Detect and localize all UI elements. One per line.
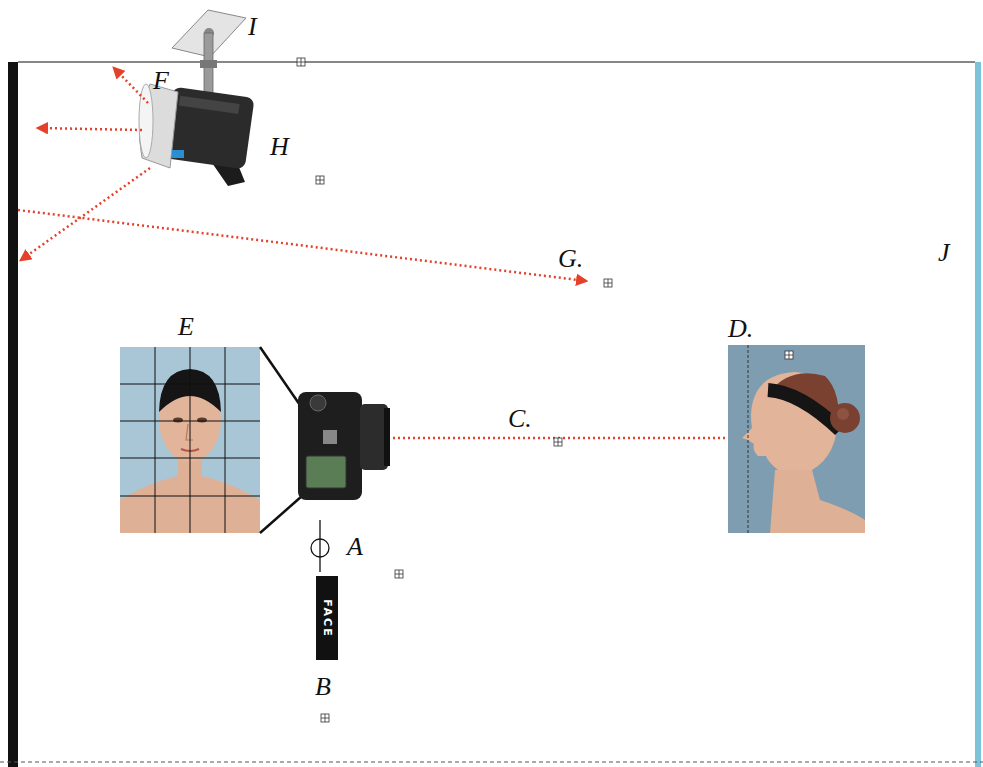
frontal-photo [120, 347, 302, 533]
part-letter: J [938, 238, 950, 268]
part-letter: H [270, 132, 289, 162]
ceiling-line [18, 61, 975, 62]
part-letter: G. [558, 244, 583, 274]
floor-edge [0, 762, 983, 763]
card-text: FACE [321, 599, 334, 637]
part-letter: I [248, 12, 257, 42]
tripod-symbol [311, 520, 329, 572]
black-wall [8, 62, 18, 767]
part-letter: B [315, 672, 331, 702]
part-letter: A [347, 532, 363, 562]
part-letter: C. [508, 404, 532, 434]
strobe-light [139, 84, 255, 186]
anchor-marker [297, 58, 793, 722]
part-letter: F [153, 66, 169, 96]
part-letter: E [178, 312, 194, 342]
face-card: FACE [316, 576, 338, 660]
blue-wall [975, 62, 981, 767]
camera [298, 392, 390, 500]
part-letter: D. [728, 314, 753, 344]
profile-photo [728, 345, 865, 533]
